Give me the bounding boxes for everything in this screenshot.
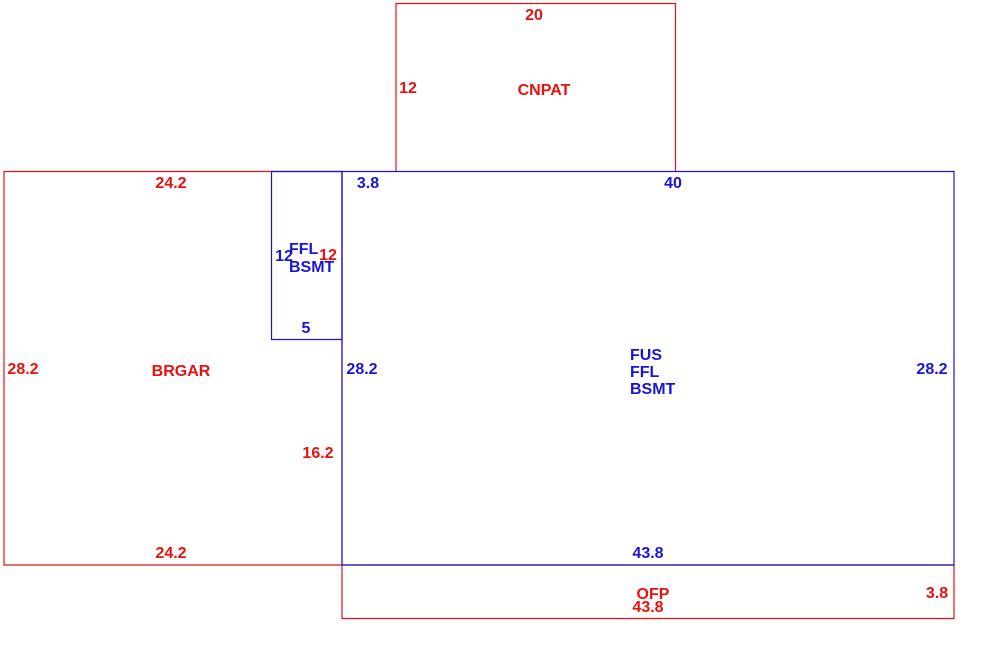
main-label-line2: FFL: [630, 364, 660, 381]
ofp-bottom-dim: 43.8: [632, 599, 663, 616]
ofp-right-dim: 3.8: [926, 585, 948, 602]
main-right-dim: 28.2: [916, 361, 947, 378]
ofp-label: OFP: [637, 586, 670, 603]
brgar-label: BRGAR: [152, 363, 211, 380]
main-house-outline: [341, 170, 955, 566]
ffl-bsmt-label-line1: FFL: [289, 241, 319, 258]
main-label-line3: BSMT: [630, 381, 676, 398]
ffl-bsmt-bottom-dim: 5: [302, 320, 311, 337]
main-top-left-dim: 3.8: [357, 175, 379, 192]
ffl-bsmt-label-line2: BSMT: [289, 259, 335, 276]
ffl-bsmt-left-dim: 12: [275, 248, 293, 265]
cnpat-outline: [395, 2, 677, 171]
main-label-line1: FUS: [630, 347, 662, 364]
cnpat-label: CNPAT: [518, 82, 571, 99]
brgar-left-dim: 28.2: [7, 361, 38, 378]
cnpat-side-dim: 12: [399, 80, 417, 97]
brgar-bottom-dim: 24.2: [155, 545, 186, 562]
main-bottom-dim: 43.8: [632, 545, 663, 562]
brgar-right-upper-dim: 12: [319, 247, 337, 264]
cnpat-top-dim: 20: [525, 7, 543, 24]
main-top-dim: 40: [664, 175, 682, 192]
main-left-dim: 28.2: [346, 361, 377, 378]
brgar-top-dim: 24.2: [155, 175, 186, 192]
brgar-right-lower-dim: 16.2: [302, 445, 333, 462]
